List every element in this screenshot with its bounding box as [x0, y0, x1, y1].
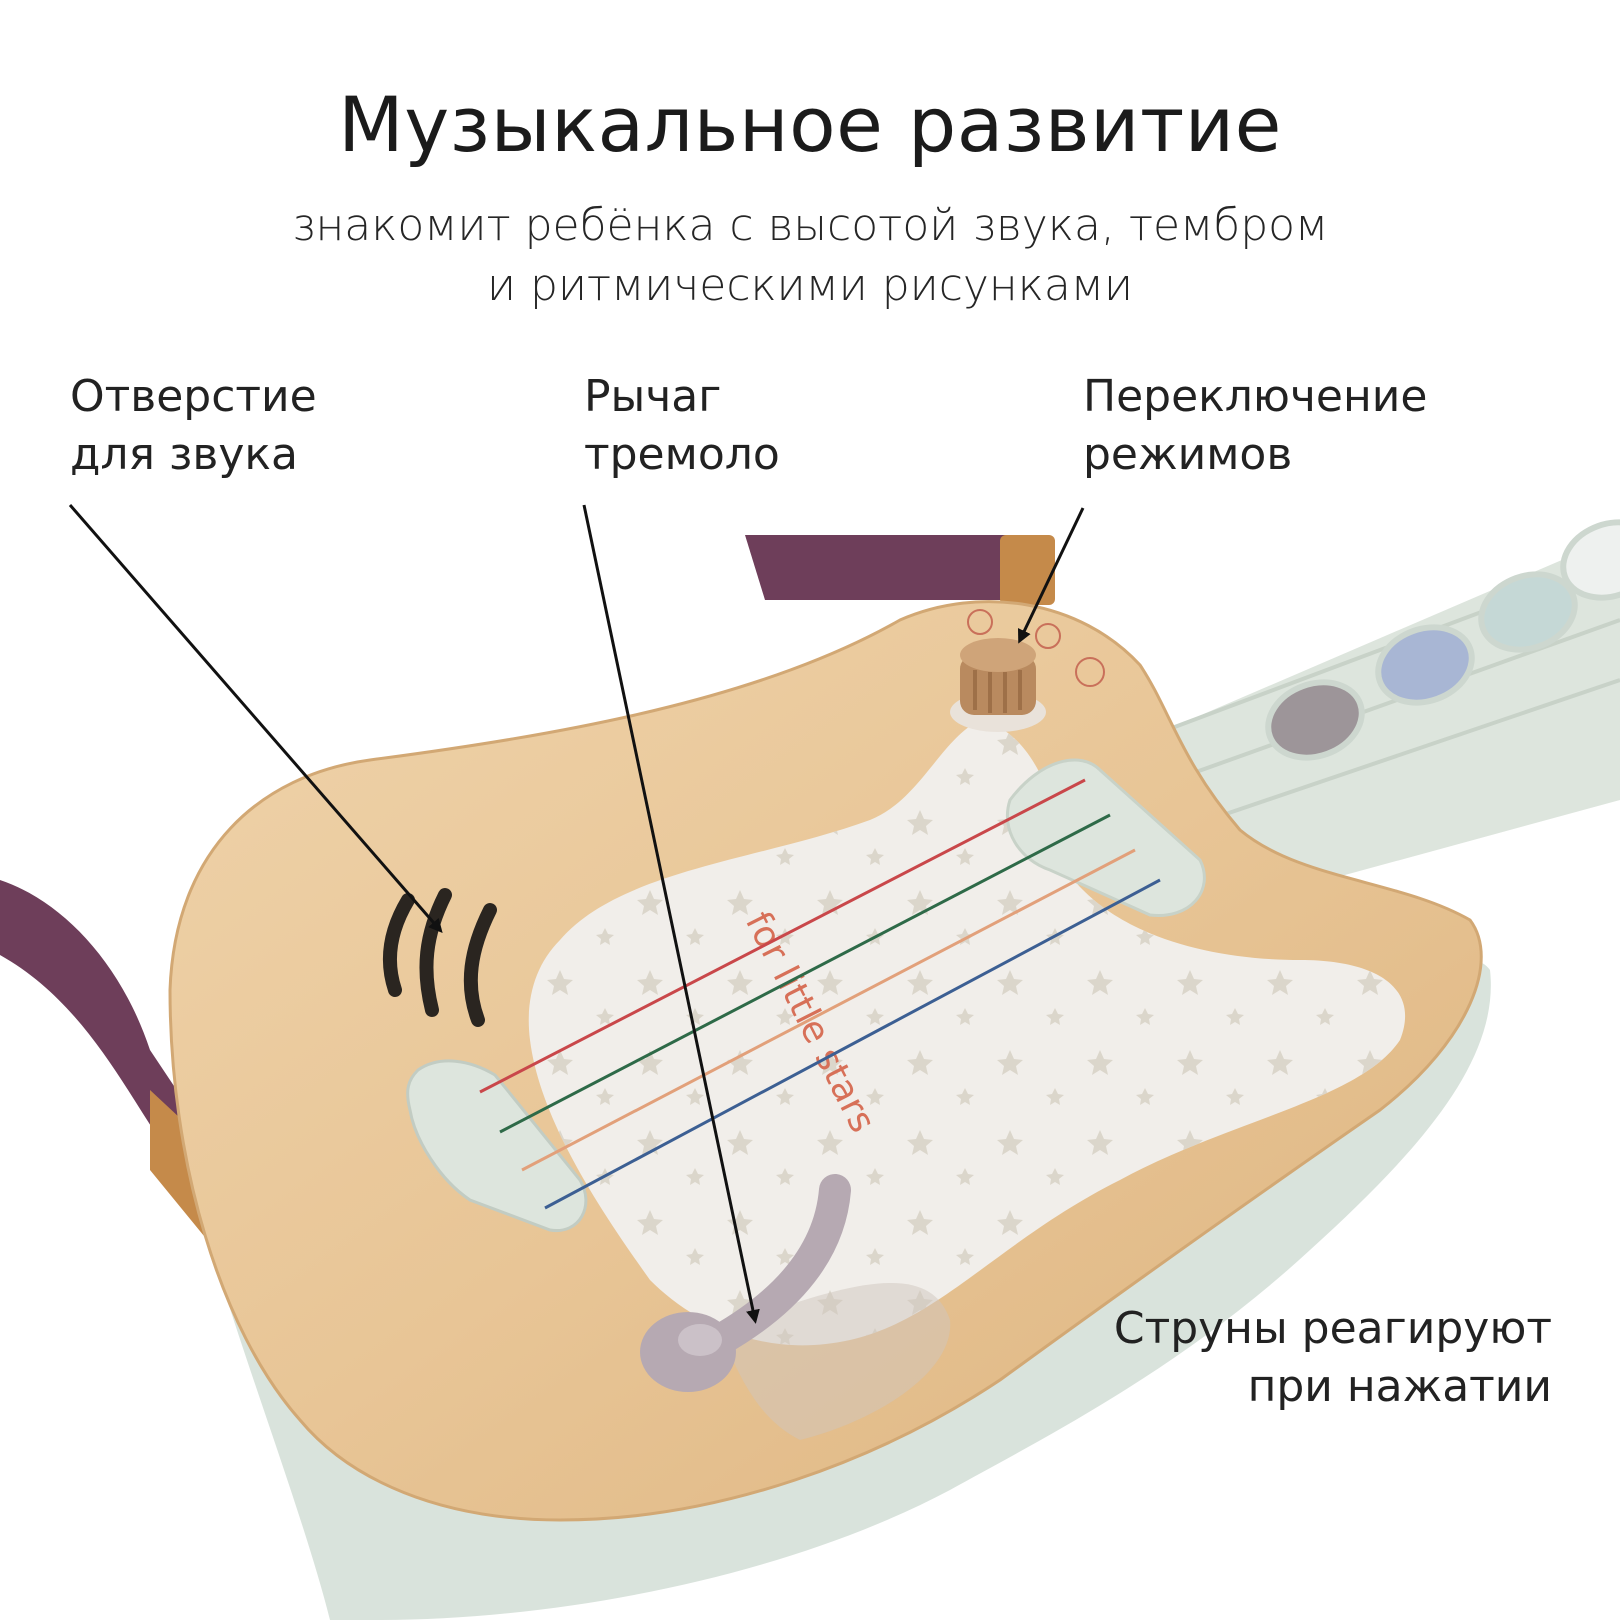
guitar-string-3[interactable]: [521, 848, 1136, 1172]
callout-tremolo-lever: Рычаг тремоло: [584, 368, 780, 484]
callout-sound-hole-line1: Отверстие: [70, 371, 317, 422]
callout-mode-line1: Переключение: [1083, 371, 1428, 422]
fret-button-3[interactable]: [1471, 562, 1586, 662]
callout-strings-line1: Струны реагируют: [1113, 1303, 1552, 1354]
subtitle-line-1: знакомит ребёнка с высотой звука, тембро…: [291, 200, 1329, 251]
page-subtitle: знакомит ребёнка с высотой звука, тембро…: [0, 196, 1620, 316]
callout-arrows: [68, 504, 1085, 1324]
mode-icons: [967, 609, 1105, 687]
guitar-string-1[interactable]: [479, 778, 1086, 1094]
callout-mode-switch: Переключение режимов: [1083, 368, 1427, 484]
page-title: Музыкальное развитие: [338, 80, 1282, 169]
callout-tremolo-line1: Рычаг: [584, 371, 722, 422]
callout-strings: Струны реагируют при нажатии: [980, 1300, 1552, 1416]
callout-sound-hole: Отверстие для звука: [70, 368, 317, 484]
callout-mode-line2: режимов: [1083, 429, 1293, 480]
subtitle-line-2: и ритмическими рисунками: [487, 260, 1133, 311]
arrow-mode-switch: [1017, 507, 1085, 644]
arrow-tremolo: [582, 504, 760, 1324]
mode-icon-2: [1035, 623, 1061, 649]
mode-switch-knob[interactable]: [950, 638, 1046, 732]
mode-icon-1: [967, 609, 993, 635]
tremolo-lever[interactable]: [640, 1174, 951, 1440]
strap-leather-top: [1000, 535, 1055, 605]
bridge: [406, 1059, 588, 1232]
arrow-sound-hole: [68, 504, 443, 934]
callout-tremolo-line2: тремоло: [584, 429, 780, 480]
callout-strings-line2: при нажатии: [1247, 1361, 1552, 1412]
fret-button-2[interactable]: [1368, 615, 1483, 715]
callout-sound-hole-line2: для звука: [70, 429, 298, 480]
string-nut: [1005, 758, 1206, 918]
pickguard: for little stars: [528, 720, 1406, 1346]
fret-button-1[interactable]: [1258, 670, 1373, 770]
guitar-string-4[interactable]: [544, 878, 1161, 1210]
strings[interactable]: [479, 778, 1161, 1210]
mode-icon-3: [1075, 657, 1105, 687]
fret-button-4[interactable]: [1553, 510, 1620, 610]
fret-buttons[interactable]: [1258, 510, 1620, 770]
guitar-string-2[interactable]: [499, 813, 1111, 1134]
sound-hole-slots: [382, 888, 497, 1027]
